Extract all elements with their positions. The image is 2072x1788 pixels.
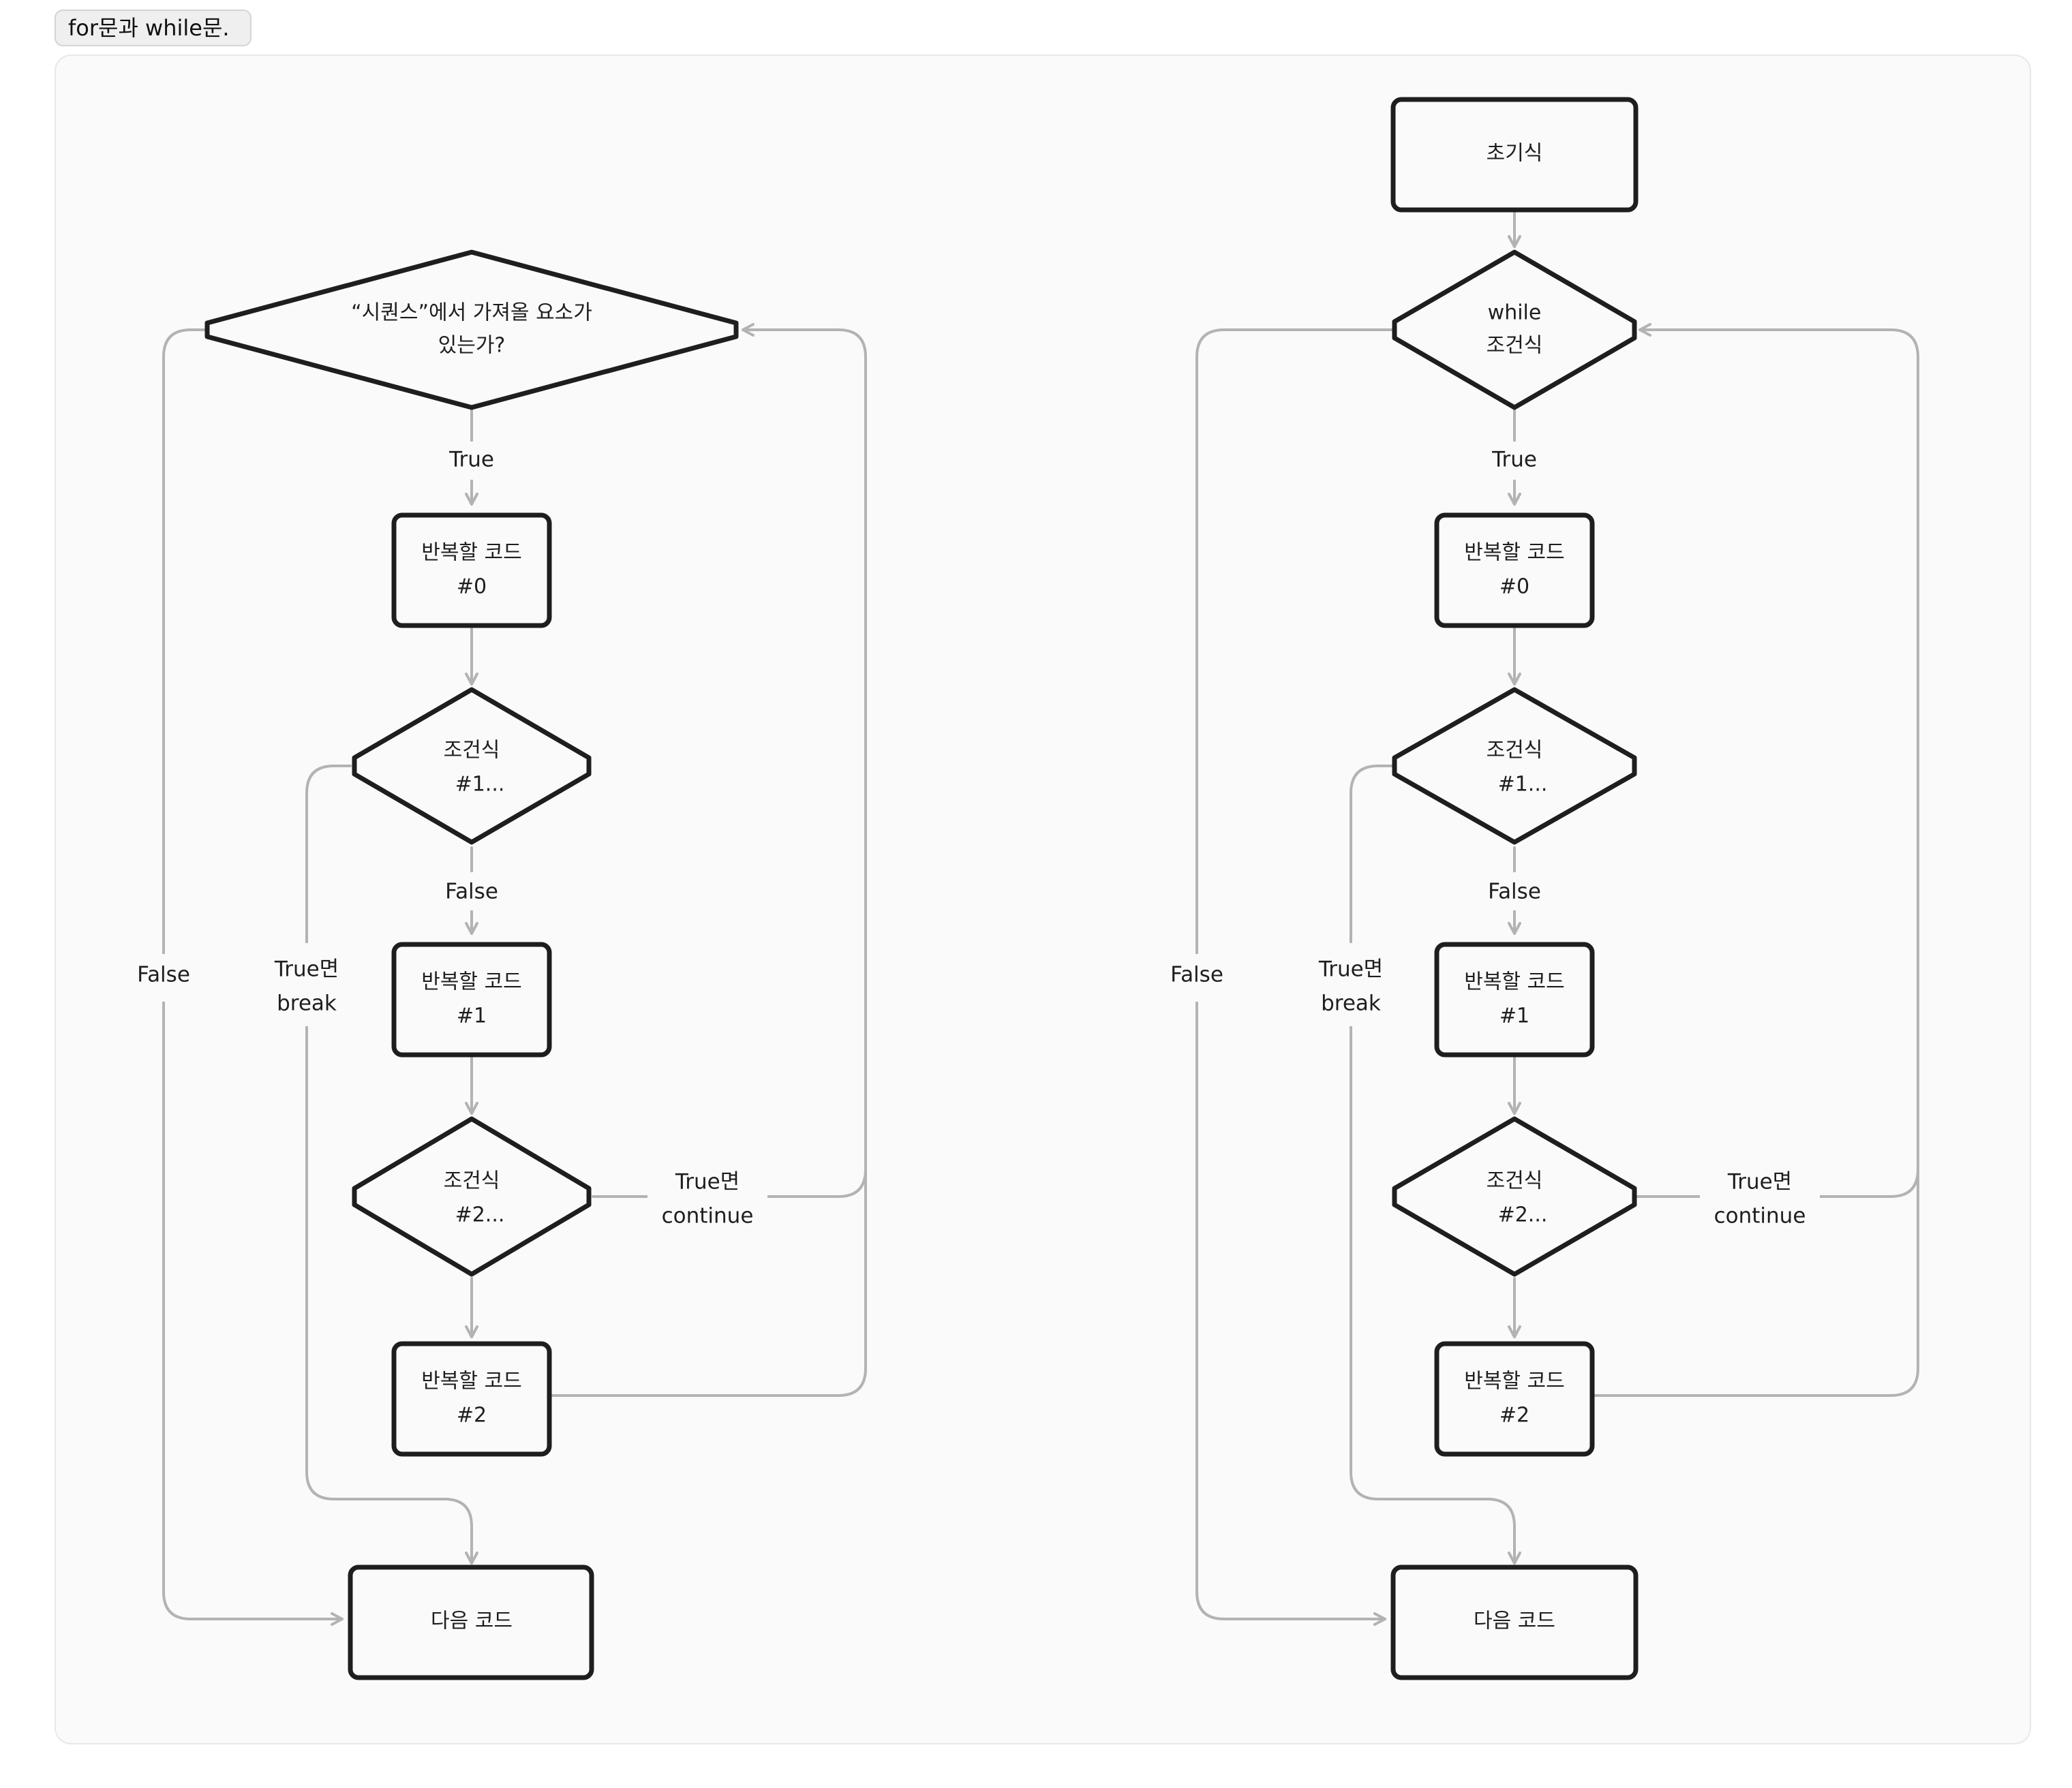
code2-line2: #2 — [457, 1404, 487, 1428]
edge-cond1-break-to-next — [1350, 765, 1521, 1564]
label-break-line1: True면 — [1318, 957, 1383, 982]
label-false-inner: False — [1488, 880, 1541, 904]
code0-line1: 반복할 코드 — [421, 541, 522, 565]
label-false-inner: False — [445, 880, 498, 904]
code1-line1: 반복할 코드 — [421, 970, 522, 994]
node-cond1: 조건식 #1... — [352, 687, 592, 845]
node-sequence-check: “시퀀스”에서 가져올 요소가 있는가? — [204, 249, 739, 410]
label-continue-line1: True면 — [1727, 1170, 1792, 1194]
code1-line2: #1 — [457, 1004, 487, 1028]
while-cond-line2: 조건식 — [1487, 334, 1543, 358]
cond1-line2: #1... — [1498, 773, 1548, 797]
node-code2: 반복할 코드 #2 — [391, 1341, 552, 1457]
label-break-line1: True면 — [274, 957, 339, 982]
label-true: True — [1491, 448, 1537, 472]
cond2-line1: 조건식 — [444, 1169, 500, 1193]
diagram-canvas — [55, 55, 2031, 1744]
init-label: 초기식 — [1487, 142, 1543, 166]
cond1-line2: #1... — [455, 773, 505, 797]
edge-code2-loop-back — [1592, 1171, 1919, 1397]
sequence-check-line1: “시퀀스”에서 가져올 요소가 — [351, 301, 592, 325]
label-continue-line2: continue — [1714, 1204, 1806, 1229]
cond2-line2: #2... — [455, 1203, 505, 1227]
node-cond2: 조건식 #2... — [1392, 1116, 1637, 1277]
code0-line2: #0 — [1499, 575, 1529, 599]
node-code1: 반복할 코드 #1 — [391, 942, 552, 1058]
node-next-code: 다음 코드 — [1390, 1564, 1639, 1680]
while-cond-line1: while — [1488, 301, 1542, 325]
code2-line2: #2 — [1499, 1404, 1529, 1428]
label-break-line2: break — [1321, 991, 1381, 1016]
next-code-label: 다음 코드 — [1474, 1609, 1555, 1633]
node-while-condition: while 조건식 — [1392, 249, 1637, 410]
node-code2: 반복할 코드 #2 — [1434, 1341, 1595, 1457]
node-next-code: 다음 코드 — [348, 1564, 594, 1680]
label-true: True — [448, 448, 494, 472]
cond2-line1: 조건식 — [1487, 1169, 1543, 1193]
for-loop-flowchart: True False False True면 break True면 conti… — [124, 249, 867, 1680]
label-false-outer: False — [1170, 963, 1223, 987]
node-code0: 반복할 코드 #0 — [1434, 512, 1595, 628]
cond2-line2: #2... — [1498, 1203, 1548, 1227]
code2-line1: 반복할 코드 — [1464, 1370, 1565, 1393]
node-init: 초기식 — [1390, 97, 1639, 213]
cond1-line1: 조건식 — [1487, 739, 1543, 762]
edge-code2-loop-back — [549, 1171, 867, 1397]
node-cond1: 조건식 #1... — [1392, 687, 1637, 845]
sequence-check-line2: 있는가? — [438, 334, 506, 358]
node-cond2: 조건식 #2... — [352, 1116, 592, 1277]
code1-line1: 반복할 코드 — [1464, 970, 1565, 994]
code1-line2: #1 — [1499, 1004, 1529, 1028]
while-loop-flowchart: True False False True면 break True면 conti… — [1157, 97, 1919, 1680]
code0-line2: #0 — [457, 575, 487, 599]
node-code1: 반복할 코드 #1 — [1434, 942, 1595, 1058]
code0-line1: 반복할 코드 — [1464, 541, 1565, 565]
diagram-caption: for문과 while문. — [55, 10, 252, 46]
edge-cond2-continue-to-while — [1634, 323, 1919, 1198]
label-continue-line1: True면 — [675, 1170, 740, 1194]
label-break-line2: break — [277, 991, 337, 1016]
edge-cond2-continue-to-seq — [592, 323, 867, 1198]
next-code-label: 다음 코드 — [431, 1609, 513, 1633]
edge-cond1-break-to-next — [305, 765, 478, 1564]
node-code0: 반복할 코드 #0 — [391, 512, 552, 628]
cond1-line1: 조건식 — [444, 739, 500, 762]
label-continue-line2: continue — [662, 1204, 754, 1229]
code2-line1: 반복할 코드 — [421, 1370, 522, 1393]
label-false-outer: False — [137, 963, 190, 987]
